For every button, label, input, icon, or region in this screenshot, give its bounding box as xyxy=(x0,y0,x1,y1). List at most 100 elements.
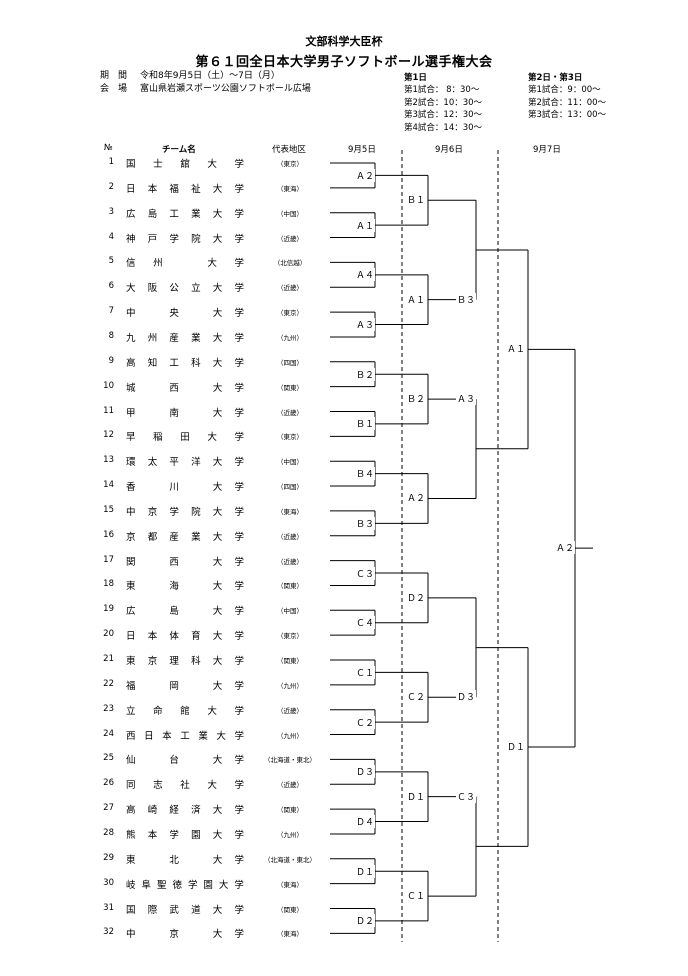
team-number: 1 xyxy=(108,157,114,167)
match-label: Ａ２ xyxy=(406,491,427,505)
team-number: 13 xyxy=(103,455,114,466)
col-header-day2: 9月6日 xyxy=(435,145,463,155)
schedule-line: 第2試合：11：00～ xyxy=(528,97,607,108)
team-number: 3 xyxy=(108,206,114,217)
team-region: （東京） xyxy=(277,160,303,168)
schedule-line: 第4試合：14：30～ xyxy=(404,122,483,133)
team-number: 2 xyxy=(108,181,114,192)
team-region: （四国） xyxy=(277,358,303,367)
col-header-day3: 9月7日 xyxy=(533,145,561,155)
team-name: 香 川 大学 xyxy=(126,482,244,494)
team-region: （四国） xyxy=(277,483,303,492)
match-label: Ｄ２ xyxy=(406,590,427,604)
match-label: Ｄ１ xyxy=(506,739,527,753)
team-region: （北海道・東北） xyxy=(264,756,316,765)
team-name: 西日本工業大学 xyxy=(126,730,244,742)
team-number: 16 xyxy=(103,529,114,540)
team-number: 7 xyxy=(108,306,114,317)
team-name: 国士舘大学 xyxy=(126,159,244,170)
team-region: （関東） xyxy=(277,582,303,591)
match-label: Ｂ３ xyxy=(355,516,376,530)
team-name: 神戸学院大学 xyxy=(126,233,244,245)
match-label: Ａ１ xyxy=(506,342,527,356)
match-label: Ｃ２ xyxy=(355,715,376,729)
period-value: 令和8年9月5日（土）～7日（月） xyxy=(140,71,280,81)
match-label: Ｃ１ xyxy=(406,889,427,903)
team-region: （九州） xyxy=(277,333,303,342)
team-number: 32 xyxy=(103,927,114,938)
team-name: 日本体育大学 xyxy=(126,631,244,643)
schedule-line: 第1試合： 8：30～ xyxy=(404,85,480,96)
team-region: （関東） xyxy=(277,905,303,914)
team-region: （関東） xyxy=(277,806,303,815)
team-number: 27 xyxy=(103,803,114,814)
match-label: Ａ１ xyxy=(355,218,376,232)
schedule-day1-title: 第1日 xyxy=(404,73,427,83)
team-number: 26 xyxy=(103,778,114,789)
team-region: （近畿） xyxy=(277,706,303,715)
team-region: （北海道・東北） xyxy=(264,855,316,864)
team-name: 大阪公立大学 xyxy=(126,283,244,295)
team-number: 15 xyxy=(103,504,114,515)
team-number: 17 xyxy=(103,554,114,565)
team-name: 甲 南 大学 xyxy=(126,407,244,419)
match-label: Ａ２ xyxy=(355,169,376,182)
team-region: （九州） xyxy=(277,681,303,690)
schedule-day23: 第2日・第3日 第1試合：9：00～ 第2試合：11：00～ 第3試合：13：0… xyxy=(528,72,606,122)
team-region: （関東） xyxy=(277,657,303,665)
team-region: （東京） xyxy=(277,632,303,641)
schedule-day1: 第1日 第1試合： 8：30～ 第2試合：10：30～ 第3試合：12：30～ … xyxy=(404,72,482,134)
team-name: 仙 台 大学 xyxy=(126,755,244,767)
team-number: 24 xyxy=(103,728,114,739)
team-region: （近畿） xyxy=(277,532,303,541)
team-region: （近畿） xyxy=(277,284,303,293)
team-number: 14 xyxy=(103,480,114,491)
match-label: Ａ３ xyxy=(456,392,477,406)
team-region: （関東） xyxy=(277,383,303,392)
match-label: Ｄ３ xyxy=(355,765,376,779)
team-name: 関 西 大学 xyxy=(126,556,244,568)
team-region: （九州） xyxy=(277,731,303,740)
team-region: （東京） xyxy=(277,433,303,442)
venue-value: 富山県岩瀬スポーツ公園ソフトボール広場 xyxy=(140,84,311,94)
match-label: Ａ１ xyxy=(406,292,427,306)
schedule-line: 第2試合：10：30～ xyxy=(404,97,483,108)
tournament-title: 第６１回全日本大学男子ソフトボール選手権大会 xyxy=(195,55,493,70)
schedule-line: 第3試合：12：30～ xyxy=(404,110,483,121)
schedule-line: 第1試合：9：00～ xyxy=(528,85,601,96)
match-label: Ｃ３ xyxy=(355,566,376,580)
team-region: （東海） xyxy=(277,184,303,193)
team-name: 東京理科大学 xyxy=(126,656,244,667)
team-name: 京都産業大学 xyxy=(126,531,244,543)
team-name: 中 央 大学 xyxy=(126,308,244,320)
match-label: Ｃ２ xyxy=(406,690,427,704)
team-name: 東 海 大学 xyxy=(126,581,244,593)
team-region: （九州） xyxy=(277,830,303,839)
team-number: 6 xyxy=(108,281,114,292)
col-header-team: チーム名 xyxy=(162,145,196,155)
match-label: Ｂ３ xyxy=(456,292,477,306)
match-label: Ｂ２ xyxy=(355,367,376,381)
team-number: 8 xyxy=(108,330,114,341)
match-label: Ａ２ xyxy=(555,541,576,555)
team-name: 東 北 大学 xyxy=(126,854,244,866)
match-label: Ａ３ xyxy=(355,317,376,331)
team-number: 11 xyxy=(103,405,114,416)
team-name: 城 西 大学 xyxy=(126,382,244,394)
team-region: （近畿） xyxy=(277,781,303,790)
team-number: 22 xyxy=(103,678,114,689)
team-name: 同志社大学 xyxy=(126,780,244,792)
team-region: （東京） xyxy=(277,309,303,318)
team-region: （中国） xyxy=(277,458,303,467)
team-name: 広 島 大学 xyxy=(126,606,244,618)
schedule-line: 第3試合：13：00～ xyxy=(528,110,607,121)
match-label: Ｃ３ xyxy=(456,789,477,803)
team-name: 岐阜聖徳学園大学 xyxy=(126,879,244,891)
match-label: Ｂ１ xyxy=(355,417,376,431)
match-label: Ｃ４ xyxy=(355,616,376,630)
team-number: 20 xyxy=(103,629,114,640)
match-label: Ｃ１ xyxy=(355,666,376,679)
match-label: Ｄ２ xyxy=(355,914,376,928)
schedule-day23-title: 第2日・第3日 xyxy=(528,73,583,83)
